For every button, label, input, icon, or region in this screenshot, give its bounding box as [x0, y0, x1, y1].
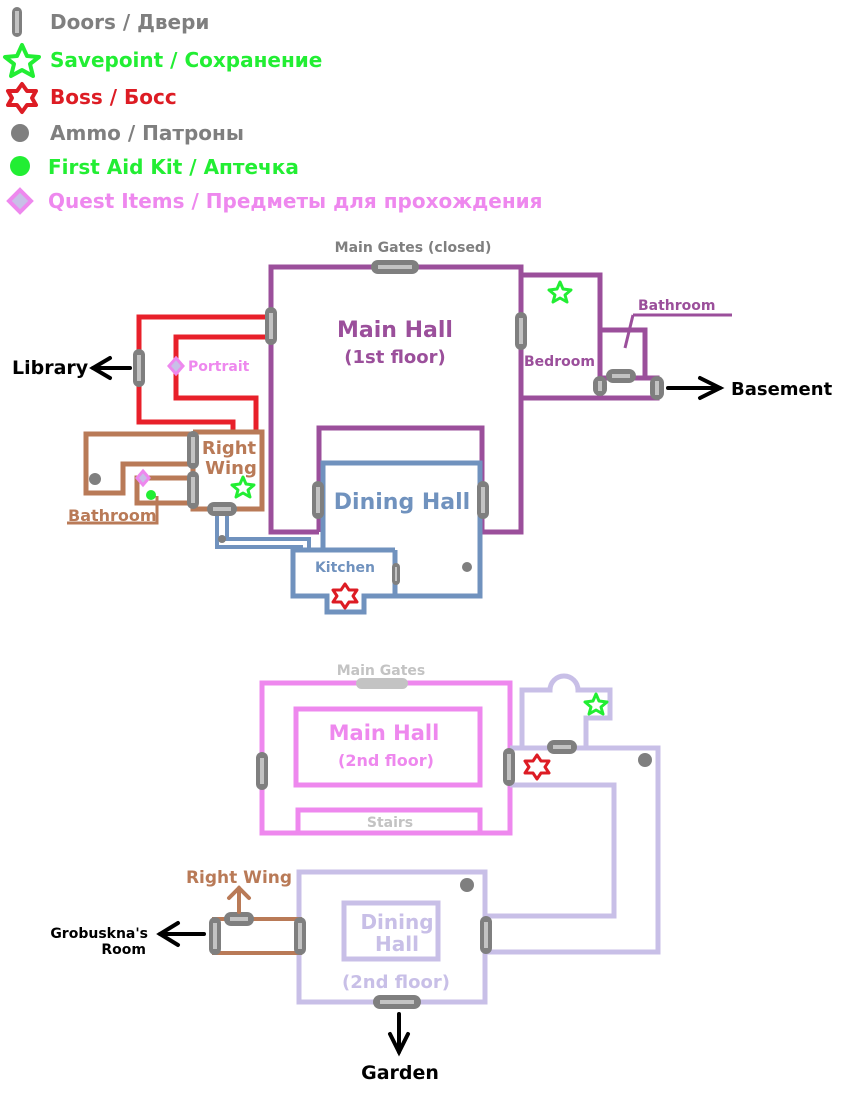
legend-quest-label: Quest Items / Предметы для прохождения	[48, 189, 543, 213]
quest-diamond-icon	[135, 468, 151, 488]
door-icon	[12, 7, 22, 37]
first-aid-dot-icon	[10, 156, 30, 176]
bedroom-label: Bedroom	[524, 354, 595, 370]
portrait-label: Portrait	[188, 359, 250, 375]
ammo-dot-icon	[89, 473, 101, 485]
savepoint-star-icon	[547, 280, 573, 304]
legend-ammo: Ammo / Патроны	[11, 121, 244, 145]
first-aid-dot-icon	[146, 490, 156, 500]
door-save-room[interactable]	[547, 740, 577, 754]
stairs-label: Stairs	[367, 815, 413, 831]
door-dining-2f-right[interactable]	[480, 916, 492, 954]
arrow-right-wing	[227, 885, 251, 914]
dining-hall-label: Dining Hall	[334, 490, 470, 515]
door-right-wing-upper[interactable]	[187, 431, 199, 469]
arrow-basement	[666, 376, 725, 400]
right-wing-label-2: Wing	[205, 458, 257, 479]
door-dining-left[interactable]	[312, 481, 324, 519]
library-label: Library	[12, 357, 89, 379]
main-gates-2f-label: Main Gates	[337, 663, 425, 679]
legend-doors-label: Doors / Двери	[50, 10, 209, 34]
boss-hexagram-icon	[523, 753, 551, 781]
legend-savepoint: Savepoint / Сохранение	[3, 43, 322, 78]
main-hall-2f-sublabel: (2nd floor)	[338, 751, 434, 770]
floor-2-map: Main Gates Main Hall (2nd floor) Stairs …	[50, 663, 661, 1084]
door-library[interactable]	[133, 349, 145, 387]
legend-doors: Doors / Двери	[12, 7, 209, 37]
lavender-wing-2f	[296, 673, 661, 1005]
legend-ammo-label: Ammo / Патроны	[50, 121, 244, 145]
door-grobuskna[interactable]	[209, 917, 221, 955]
ammo-dot-icon	[638, 753, 652, 767]
floor-1-map: Main Gates (closed) Main Hall (1st floor…	[12, 240, 833, 615]
main-hall-sublabel: (1st floor)	[344, 347, 446, 368]
door-garden[interactable]	[373, 995, 421, 1009]
savepoint-star-icon	[583, 692, 609, 716]
legend-boss: Boss / Босс	[6, 82, 177, 114]
boss-hexagram-icon	[6, 82, 38, 114]
main-hall-2f-label: Main Hall	[329, 721, 440, 745]
door-dining-right[interactable]	[477, 481, 489, 519]
grobuskna-label-2: Room	[101, 942, 146, 958]
legend: Doors / Двери Savepoint / Сохранение Bos…	[3, 7, 543, 215]
ammo-dot-icon	[11, 124, 29, 142]
right-wing-2f-label: Right Wing	[186, 868, 292, 888]
door-dining-2f-left[interactable]	[294, 917, 306, 955]
ammo-dot-icon	[460, 878, 474, 892]
garden-label: Garden	[361, 1062, 439, 1084]
door-mainhall-bedroom[interactable]	[515, 312, 527, 350]
dining-2f-sublabel: (2nd floor)	[342, 972, 450, 993]
door-mainhall-corridor[interactable]	[265, 307, 277, 345]
savepoint-star-icon	[3, 43, 41, 78]
ammo-dot-icon	[462, 562, 472, 572]
library-corridor	[136, 314, 271, 432]
door-right-wing-lower[interactable]	[187, 471, 199, 509]
bathroom-left-label: Bathroom	[68, 506, 157, 525]
door-basement[interactable]	[650, 376, 664, 400]
legend-savepoint-label: Savepoint / Сохранение	[50, 48, 322, 72]
door-bathroom-right[interactable]	[606, 369, 636, 383]
ammo-dot-icon	[218, 535, 226, 543]
door-mainhall-2f-right[interactable]	[503, 748, 515, 786]
door-bedroom-basement-left[interactable]	[593, 376, 607, 396]
quest-diamond-icon	[167, 355, 185, 377]
savepoint-star-icon	[230, 475, 256, 499]
quest-diamond-icon	[6, 187, 34, 215]
door-right-wing-2f[interactable]	[224, 912, 254, 926]
bathroom-right-label: Bathroom	[638, 298, 716, 314]
kitchen-label: Kitchen	[315, 560, 375, 576]
arrow-grobuskna	[156, 921, 206, 947]
door-right-wing-bottom[interactable]	[207, 502, 237, 516]
boss-hexagram-icon	[331, 582, 359, 610]
main-hall-label: Main Hall	[337, 318, 453, 343]
dining-2f-label-1: Dining	[360, 910, 433, 934]
arrow-garden	[388, 1012, 410, 1057]
legend-quest: Quest Items / Предметы для прохождения	[6, 187, 543, 215]
arrow-library	[89, 356, 132, 380]
dining-2f-label-2: Hall	[375, 932, 419, 956]
basement-label: Basement	[731, 379, 833, 400]
legend-first-aid: First Aid Kit / Аптечка	[10, 155, 299, 179]
door-main-gates[interactable]	[371, 260, 419, 274]
door-main-gates-2f[interactable]	[356, 678, 408, 689]
legend-boss-label: Boss / Босс	[50, 85, 177, 109]
grobuskna-label-1: Grobuskna's	[50, 926, 148, 942]
door-kitchen[interactable]	[392, 563, 400, 585]
right-wing-label-1: Right	[202, 438, 257, 459]
legend-first-aid-label: First Aid Kit / Аптечка	[48, 155, 299, 179]
main-gates-label: Main Gates (closed)	[335, 240, 492, 256]
door-mainhall-2f-left[interactable]	[256, 752, 268, 790]
